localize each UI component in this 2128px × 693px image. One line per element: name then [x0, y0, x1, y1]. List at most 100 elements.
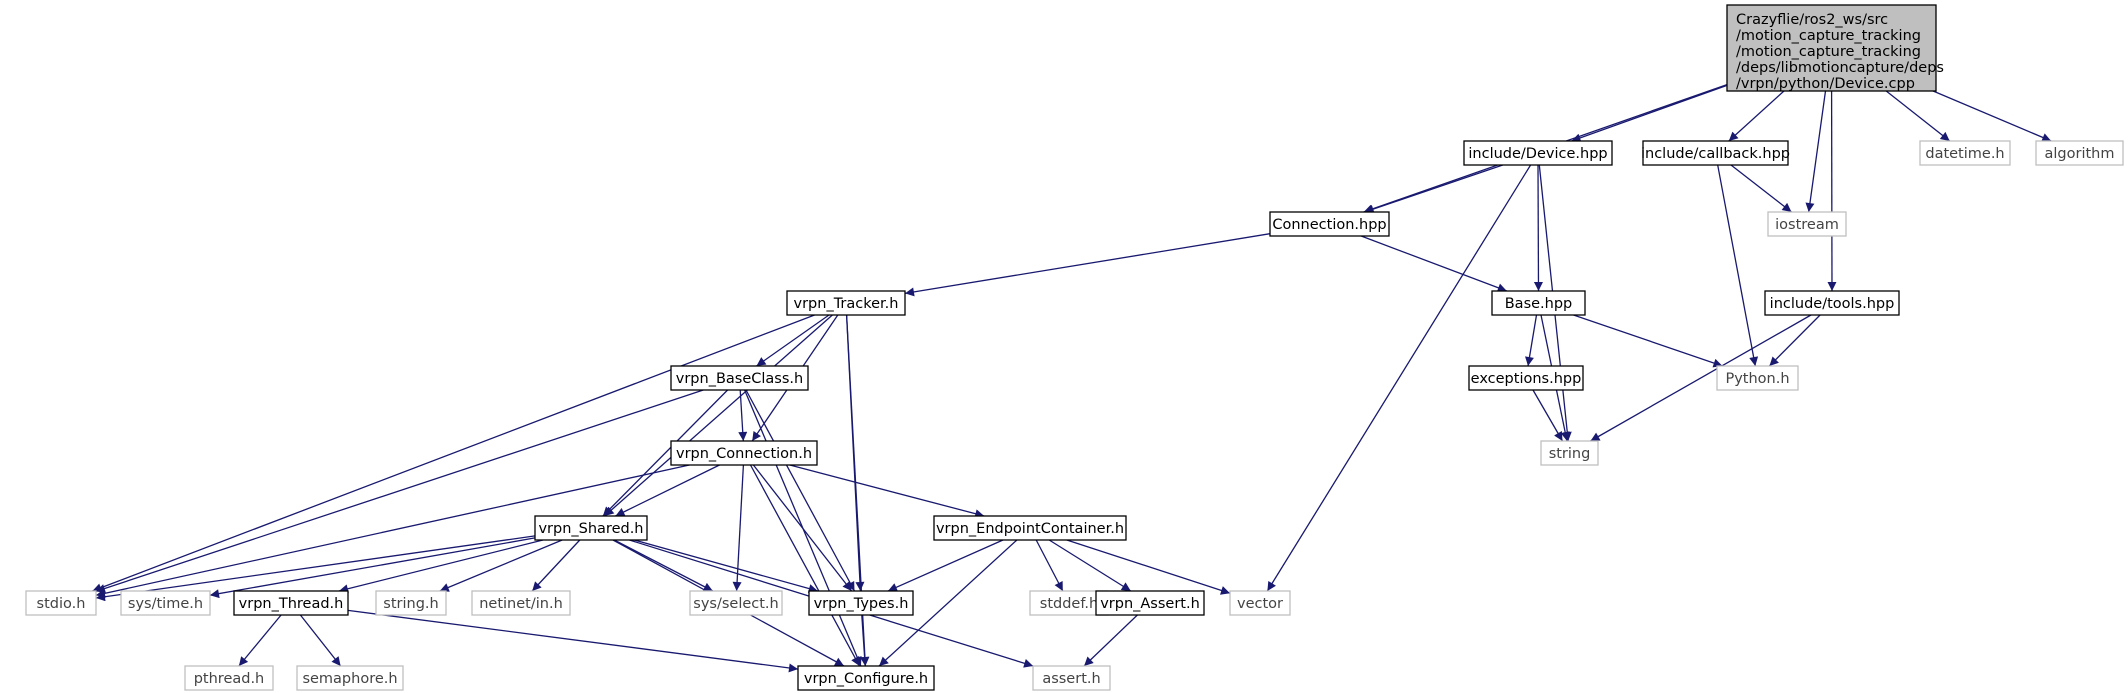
edge-include_tools_hpp-to-python_h	[1768, 314, 1821, 367]
edge-vrpn_shared_h-to-string_h	[439, 539, 563, 592]
node-box	[1716, 365, 1799, 391]
edge-vrpn_tracker_h-to-vrpn_baseclass_h	[756, 314, 830, 367]
node-stddef-h: stddef.h	[1029, 590, 1109, 616]
node-box	[933, 515, 1127, 541]
node-label: sys/select.h	[693, 596, 778, 612]
edge-vrpn_shared_h-to-sys_select_h	[613, 539, 714, 592]
node-string-h: string.h	[375, 590, 447, 616]
edge-device_cpp-to-include_device_hpp	[1571, 84, 1728, 143]
node-root-device-cpp[interactable]: Crazyflie/ros2_ws/src/motion_capture_tra…	[1726, 4, 1944, 92]
node-box	[471, 590, 571, 616]
edge-vrpn_shared_h-to-netinet_in_h	[531, 539, 581, 592]
node-exceptions-hpp[interactable]: exceptions.hpp	[1468, 365, 1584, 391]
edge-vrpn_endpointcontainer_h-to-vrpn_assert_h	[1048, 539, 1132, 592]
edge-device_cpp-to-include_callback_hpp	[1728, 90, 1785, 142]
node-box	[1269, 211, 1390, 237]
node-label: netinet/in.h	[479, 596, 563, 612]
edge-vrpn_baseclass_h-to-vrpn_types_h	[745, 389, 856, 592]
node-box	[375, 590, 447, 616]
node-box	[1229, 590, 1291, 616]
node-iostream: iostream	[1767, 211, 1847, 237]
node-box	[25, 590, 97, 616]
node-label: stddef.h	[1040, 596, 1098, 612]
node-assert-h: assert.h	[1032, 665, 1111, 691]
node-vrpn-baseclass-h[interactable]: vrpn_BaseClass.h	[670, 365, 809, 391]
node-box	[1463, 140, 1613, 166]
node-box	[233, 590, 349, 616]
node-label: Python.h	[1725, 371, 1789, 387]
nodes-layer: Crazyflie/ros2_ws/src/motion_capture_tra…	[25, 4, 2124, 691]
node-box	[670, 365, 809, 391]
node-vrpn-thread-h[interactable]: vrpn_Thread.h	[233, 590, 349, 616]
root-label-line: /vrpn/python/Device.cpp	[1736, 76, 1915, 92]
node-box	[670, 440, 818, 466]
node-vrpn-assert-h[interactable]: vrpn_Assert.h	[1095, 590, 1205, 616]
node-vrpn-configure-h[interactable]: vrpn_Configure.h	[797, 665, 935, 691]
node-box	[1764, 290, 1900, 316]
edge-vrpn_shared_h-to-stdio_h	[95, 535, 536, 602]
edge-vrpn_endpointcontainer_h-to-vrpn_configure_h	[878, 539, 1018, 667]
root-label-line: Crazyflie/ros2_ws/src	[1736, 12, 1888, 28]
node-box	[1032, 665, 1111, 691]
node-semaphore-h: semaphore.h	[296, 665, 404, 691]
node-label: include/tools.hpp	[1770, 296, 1895, 312]
node-vrpn-tracker-h[interactable]: vrpn_Tracker.h	[786, 290, 906, 316]
edge-vrpn_tracker_h-to-stdio_h	[92, 314, 815, 592]
node-sys-time-h: sys/time.h	[120, 590, 211, 616]
node-label: include/Device.hpp	[1468, 146, 1607, 162]
node-sys-select-h: sys/select.h	[689, 590, 783, 616]
node-label: include/callback.hpp	[1641, 146, 1790, 162]
node-box	[1491, 290, 1586, 316]
node-algorithm: algorithm	[2035, 140, 2124, 166]
node-vrpn-shared-h[interactable]: vrpn_Shared.h	[534, 515, 648, 541]
edge-vrpn_endpointcontainer_h-to-stddef_h	[1035, 539, 1064, 592]
node-label: vrpn_Connection.h	[676, 446, 812, 462]
node-box	[1642, 140, 1789, 166]
node-vrpn-types-h[interactable]: vrpn_Types.h	[808, 590, 914, 616]
edge-device_cpp-to-algorithm	[1932, 90, 2052, 142]
node-include-callback-hpp[interactable]: include/callback.hpp	[1641, 140, 1790, 166]
edge-vrpn_types_h-to-vrpn_configure_h	[860, 614, 870, 667]
node-box	[1767, 211, 1847, 237]
edge-connection_hpp-to-base_hpp	[1360, 235, 1508, 293]
node-base-hpp[interactable]: Base.hpp	[1491, 290, 1586, 316]
node-include-device-hpp[interactable]: include/Device.hpp	[1463, 140, 1613, 166]
node-string: string	[1540, 440, 1599, 466]
edge-vrpn_connection_h-to-vrpn_endpointcontainer_h	[789, 464, 985, 519]
node-include-tools-hpp[interactable]: include/tools.hpp	[1764, 290, 1900, 316]
edge-connection_hpp-to-vrpn_tracker_h	[904, 233, 1271, 297]
node-label: vrpn_Assert.h	[1100, 596, 1200, 612]
node-label: Connection.hpp	[1272, 217, 1386, 233]
edge-vrpn_baseclass_h-to-stdio_h	[95, 389, 704, 593]
node-label: semaphore.h	[302, 671, 397, 687]
node-box	[184, 665, 274, 691]
node-label: iostream	[1775, 217, 1839, 233]
edge-include_callback_hpp-to-python_h	[1717, 164, 1759, 367]
edge-vrpn_shared_h-to-sys_time_h	[209, 537, 536, 599]
node-label: sys/time.h	[128, 596, 203, 612]
node-label: vrpn_Tracker.h	[794, 296, 899, 312]
node-vrpn-endpointcontainer-h[interactable]: vrpn_EndpointContainer.h	[933, 515, 1127, 541]
edge-vrpn_baseclass_h-to-vrpn_shared_h	[602, 389, 729, 517]
node-label: string.h	[383, 596, 438, 612]
node-label: vrpn_Configure.h	[804, 671, 928, 687]
node-box	[120, 590, 211, 616]
node-connection-hpp[interactable]: Connection.hpp	[1269, 211, 1390, 237]
edge-include_tools_hpp-to-string	[1590, 314, 1812, 442]
node-box	[808, 590, 914, 616]
node-vrpn-connection-h[interactable]: vrpn_Connection.h	[670, 440, 818, 466]
edge-vrpn_connection_h-to-vrpn_types_h	[752, 464, 853, 592]
node-box	[797, 665, 935, 691]
node-label: exceptions.hpp	[1471, 371, 1582, 387]
node-label: vrpn_Thread.h	[239, 596, 344, 612]
edge-vrpn_shared_h-to-vrpn_thread_h	[338, 539, 544, 594]
node-label: string	[1549, 446, 1591, 462]
edge-exceptions_hpp-to-string	[1532, 389, 1564, 442]
edge-device_cpp-to-iostream	[1805, 90, 1827, 213]
edge-vrpn_baseclass_h-to-vrpn_connection_h	[738, 389, 748, 442]
node-box	[1726, 4, 1937, 92]
node-label: pthread.h	[194, 671, 265, 687]
node-stdio-h: stdio.h	[25, 590, 97, 616]
node-box	[296, 665, 404, 691]
